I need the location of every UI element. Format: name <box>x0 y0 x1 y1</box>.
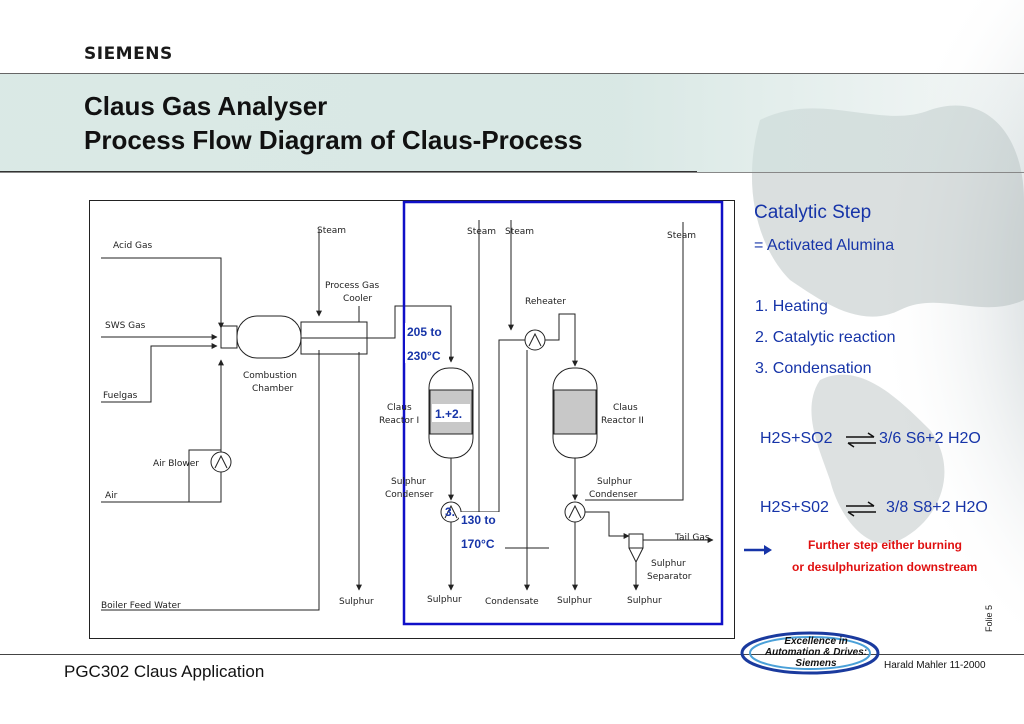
siemens-logo: SIEMENS <box>84 44 173 64</box>
diagram-frame <box>89 200 735 639</box>
step-catalytic-reaction: 2. Catalytic reaction <box>755 329 896 346</box>
logo-line-2: Automation & Drives: <box>764 647 868 658</box>
boiler-feed-water-line <box>101 350 320 611</box>
step-heating: 1. Heating <box>755 298 828 315</box>
excellence-logo-swoosh <box>740 631 880 675</box>
label-steam-1: Steam <box>317 226 346 236</box>
fuelgas-line <box>101 343 218 403</box>
label-reheater: Reheater <box>525 297 566 307</box>
label-fuelgas: Fuelgas <box>103 391 138 401</box>
label-sulphur-condenser-2a: Sulphur <box>597 477 632 487</box>
title-band <box>0 73 1024 173</box>
catalytic-step-highlight <box>402 200 724 626</box>
label-sulphur-condenser-1a: Sulphur <box>391 477 426 487</box>
process-flow-diagram: Acid Gas SWS Gas Fuelgas Air Air Blower … <box>101 200 724 626</box>
equation-2-right: 3/8 S8+2 H2O <box>886 499 988 516</box>
equilibrium-arrows-icon <box>846 501 876 517</box>
label-chamber: Chamber <box>252 384 294 394</box>
footer-title: PGC302 Claus Application <box>64 662 265 681</box>
label-sulphur-out-3: Sulphur <box>557 596 592 606</box>
step-condensation: 3. Condensation <box>755 360 872 377</box>
label-tail-gas: Tail Gas <box>674 533 710 543</box>
equation-1-left: H2S+SO2 <box>760 430 833 447</box>
excellence-logo-text: Excellence in Automation & Drives: Sieme… <box>746 636 886 669</box>
footer-divider <box>0 654 1024 655</box>
title-divider <box>0 171 697 172</box>
label-steam-3: Steam <box>505 227 534 237</box>
label-acid-gas: Acid Gas <box>113 241 153 251</box>
further-step-line-1: Further step either burning <box>808 538 963 552</box>
label-cooler: Cooler <box>343 294 372 304</box>
label-sws-gas: SWS Gas <box>105 321 146 331</box>
equilibrium-arrows-icon <box>846 432 876 448</box>
label-claus-2: Claus <box>613 403 638 413</box>
label-sulphur-condenser-1b: Condenser <box>385 490 434 500</box>
arrow-right-icon <box>744 545 772 555</box>
label-sulphur-separator-a: Sulphur <box>651 559 686 569</box>
label-sulphur-out-1: Sulphur <box>339 597 374 607</box>
label-steam-4: Steam <box>667 231 696 241</box>
label-reactor-2: Reactor II <box>601 416 644 426</box>
slide-number: Folie 5 <box>984 604 994 632</box>
label-air: Air <box>105 491 118 501</box>
label-sulphur-out-2: Sulphur <box>427 595 462 605</box>
temp-range-1a: 205 to <box>407 325 442 339</box>
title-line-1: Claus Gas Analyser <box>84 91 328 121</box>
condenser-step: 3. <box>445 505 455 519</box>
acid-gas-line <box>101 257 224 329</box>
label-sulphur-separator-b: Separator <box>647 572 692 582</box>
catalytic-step-title: Catalytic Step <box>754 202 872 223</box>
temp-range-2b: 170°C <box>461 537 495 551</box>
equation-1-right: 3/6 S6+2 H2O <box>879 430 981 447</box>
reactor-steps: 1.+2. <box>435 407 462 421</box>
temp-range-1b: 230°C <box>407 349 441 363</box>
footer-author: Harald Mahler 11-2000 <box>884 660 986 671</box>
label-sulphur-out-4: Sulphur <box>627 596 662 606</box>
logo-line-3: Siemens <box>795 658 837 669</box>
page-title: Claus Gas Analyser Process Flow Diagram … <box>84 89 583 157</box>
activated-alumina: = Activated Alumina <box>754 237 895 254</box>
sulphur-separator <box>628 533 644 549</box>
label-boiler-feed-water: Boiler Feed Water <box>101 601 181 611</box>
label-air-blower: Air Blower <box>153 459 199 469</box>
label-combustion: Combustion <box>243 371 297 381</box>
further-step-line-2: or desulphurization downstream <box>792 560 978 574</box>
label-condensate: Condensate <box>485 597 539 607</box>
label-reactor-1: Reactor I <box>379 416 419 426</box>
combustion-chamber <box>236 315 302 359</box>
label-claus-1: Claus <box>387 403 412 413</box>
temp-range-2a: 130 to <box>461 513 496 527</box>
logo-line-1: Excellence in <box>784 636 848 647</box>
label-sulphur-condenser-2b: Condenser <box>589 490 638 500</box>
title-line-2: Process Flow Diagram of Claus-Process <box>84 125 583 155</box>
label-steam-2: Steam <box>467 227 496 237</box>
label-process-gas: Process Gas <box>325 281 379 291</box>
equation-2-left: H2S+S02 <box>760 499 829 516</box>
